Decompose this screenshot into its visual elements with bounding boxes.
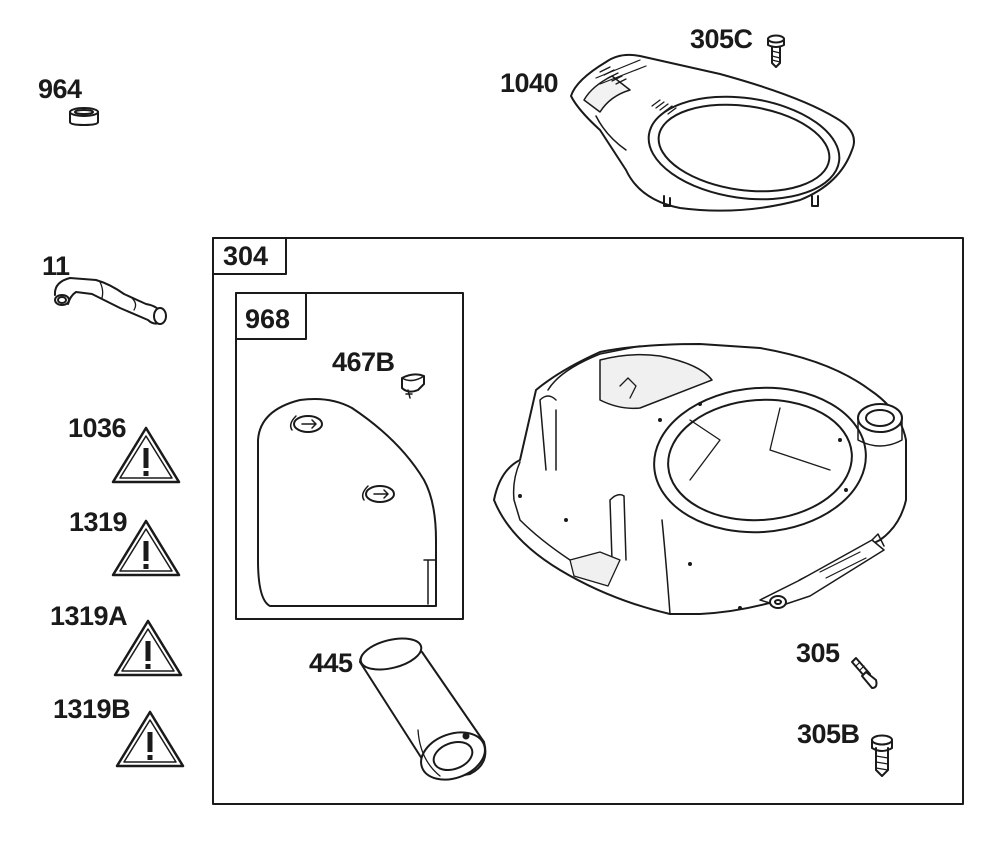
label-1319a: 1319A (50, 601, 128, 631)
part-305b-bolt (871, 734, 893, 777)
part-305-screw (851, 657, 878, 689)
label-467b: 467B (332, 347, 395, 377)
label-305: 305 (796, 638, 840, 668)
label-1040: 1040 (500, 68, 559, 98)
label-304: 304 (223, 241, 269, 271)
label-305b: 305B (797, 719, 860, 749)
warning-triangle-icon (111, 426, 181, 484)
label-968: 968 (245, 304, 291, 334)
part-1040-cover (570, 53, 855, 212)
part-445-filter (359, 637, 487, 781)
part-305c-screw (767, 34, 785, 68)
label-1319b: 1319B (53, 694, 131, 724)
kit-968-frame (235, 292, 464, 620)
part-11-tube (53, 277, 167, 325)
warning-triangle-icon (113, 619, 183, 677)
warning-triangle-icon (111, 519, 181, 577)
warning-triangle-icon (115, 710, 185, 768)
part-467b-clip (401, 373, 425, 399)
label-11: 11 (42, 251, 70, 281)
label-445: 445 (309, 648, 353, 678)
part-968-cover (257, 398, 437, 607)
kit-304-frame (212, 237, 964, 805)
label-305c: 305C (690, 24, 753, 54)
part-304-blower-housing (493, 343, 907, 615)
part-964-sleeve (69, 107, 99, 126)
label-1319: 1319 (69, 507, 128, 537)
label-964: 964 (38, 74, 82, 104)
label-1036: 1036 (68, 413, 127, 443)
